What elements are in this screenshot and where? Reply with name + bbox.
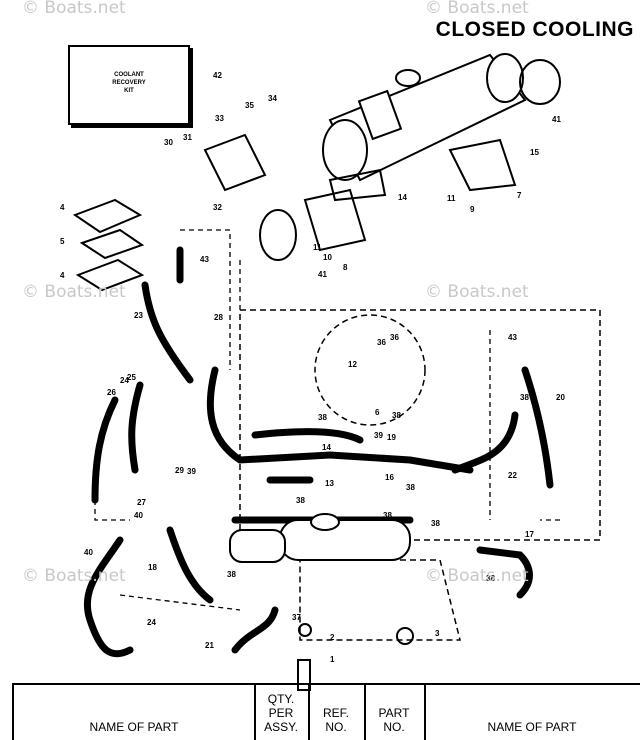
callout-31: 31: [183, 133, 192, 142]
cooler-body: [279, 519, 411, 561]
kit-label: COOLANT RECOVERY KIT: [112, 72, 146, 94]
watermark: © Boats.net: [22, 282, 126, 302]
callout-38: 38: [406, 483, 415, 492]
leader-lines: [94, 229, 560, 611]
callout-39: 39: [374, 431, 383, 440]
drain-plug: [396, 627, 414, 645]
header-qty: QTY. PER ASSY.: [264, 692, 298, 734]
callout-16: 16: [385, 473, 394, 482]
watermark: © Boats.net: [22, 566, 126, 586]
callout-10: 10: [323, 253, 332, 262]
callout-28: 28: [214, 313, 223, 322]
callout-8: 8: [343, 263, 348, 272]
callout-13: 13: [325, 479, 334, 488]
callout-36: 36: [377, 338, 386, 347]
callout-38: 38: [486, 574, 495, 583]
header-name-of-part-2: NAME OF PART: [487, 720, 577, 734]
watermark: © Boats.net: [425, 282, 529, 302]
pipe-plug: [297, 659, 311, 691]
callout-1: 1: [330, 655, 335, 664]
callout-34: 34: [268, 94, 277, 103]
callout-19: 19: [387, 433, 396, 442]
callout-38: 38: [520, 393, 529, 402]
callout-32: 32: [213, 203, 222, 212]
callout-7: 7: [517, 191, 522, 200]
water-elbow: [203, 133, 267, 192]
callout-4: 4: [60, 271, 65, 280]
watermark: © Boats.net: [425, 0, 529, 18]
col-part-no: PART NO.: [364, 685, 426, 740]
callout-14: 14: [398, 193, 407, 202]
col-qty: QTY. PER ASSY.: [254, 685, 310, 740]
callout-14: 14: [322, 443, 331, 452]
callout-38: 38: [392, 411, 401, 420]
callout-38: 38: [296, 496, 305, 505]
callout-26: 26: [107, 388, 116, 397]
exhaust-gaskets: [72, 198, 145, 292]
callout-40: 40: [134, 511, 143, 520]
callout-20: 20: [556, 393, 565, 402]
callout-3: 3: [435, 629, 440, 638]
heat-exchanger-top: [322, 53, 527, 202]
header-ref-no: REF. NO.: [322, 706, 349, 734]
parts-table-header: NAME OF PART QTY. PER ASSY. REF. NO. PAR…: [12, 683, 640, 740]
callout-43: 43: [508, 333, 517, 342]
callout-41: 41: [318, 270, 327, 279]
callout-42: 42: [213, 71, 222, 80]
mounting-bracket: [303, 188, 367, 252]
col-name-of-part-2: NAME OF PART: [424, 685, 640, 740]
callout-9: 9: [470, 205, 475, 214]
callout-35: 35: [245, 101, 254, 110]
callout-24: 24: [147, 618, 156, 627]
callout-6: 6: [375, 408, 380, 417]
watermark: © Boats.net: [22, 0, 126, 18]
coolant-recovery-kit-box: COOLANT RECOVERY KIT: [68, 45, 190, 125]
callout-38: 38: [431, 519, 440, 528]
header-name-of-part: NAME OF PART: [89, 720, 179, 734]
callout-22: 22: [508, 471, 517, 480]
callout-27: 27: [137, 498, 146, 507]
col-ref: REF. NO.: [308, 685, 366, 740]
callout-41: 41: [552, 115, 561, 124]
callout-5: 5: [60, 237, 65, 246]
callout-39: 39: [187, 467, 196, 476]
callout-30: 30: [164, 138, 173, 147]
callout-11: 11: [313, 243, 322, 252]
diagram-title: CLOSED COOLING: [435, 18, 634, 41]
mounting-bracket: [448, 138, 517, 192]
callout-33: 33: [215, 114, 224, 123]
callout-38: 38: [383, 511, 392, 520]
hose-clamp: [519, 59, 561, 105]
callout-25: 25: [127, 373, 136, 382]
cooler-end: [229, 529, 286, 563]
callout-15: 15: [530, 148, 539, 157]
watermark: © Boats.net: [425, 566, 529, 586]
callout-40: 40: [84, 548, 93, 557]
hose-clamp: [259, 209, 297, 261]
callout-43: 43: [200, 255, 209, 264]
callout-29: 29: [175, 466, 184, 475]
callout-38: 38: [227, 570, 236, 579]
callout-21: 21: [205, 641, 214, 650]
callout-36: 36: [390, 333, 399, 342]
header-part-no: PART NO.: [378, 706, 410, 734]
callout-11: 11: [447, 194, 456, 203]
callout-12: 12: [348, 360, 357, 369]
drain-plug: [298, 623, 312, 637]
callout-2: 2: [330, 633, 335, 642]
callout-4: 4: [60, 203, 65, 212]
callout-38: 38: [318, 413, 327, 422]
col-name-of-part: NAME OF PART: [14, 685, 256, 740]
callout-18: 18: [148, 563, 157, 572]
callout-17: 17: [525, 530, 534, 539]
callout-23: 23: [134, 311, 143, 320]
filler-cap: [310, 513, 340, 531]
callout-24: 24: [120, 376, 129, 385]
callout-37: 37: [292, 613, 301, 622]
